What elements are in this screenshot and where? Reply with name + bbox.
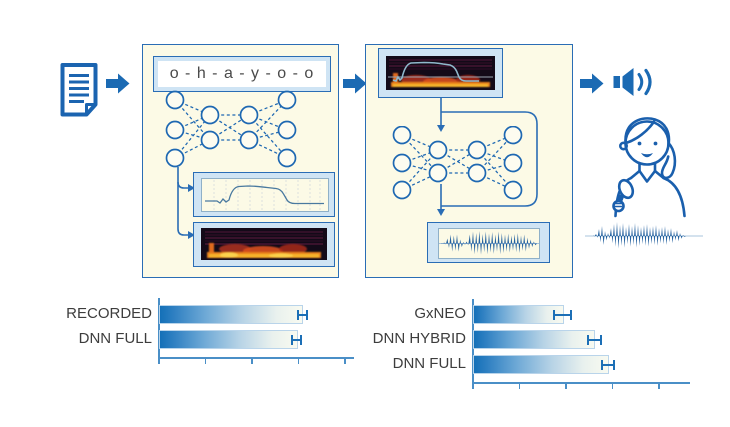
stage1-connector-arrows	[177, 167, 195, 239]
axis-tick	[344, 357, 346, 364]
spectrogram-pitch-image	[386, 56, 495, 90]
mouth	[641, 153, 653, 158]
arrow-right-icon	[343, 73, 367, 94]
y-axis	[158, 298, 160, 357]
announcer-with-microphone-illustration	[612, 117, 686, 218]
chart-recorded-vs-dnn: RECORDED DNN FULL	[40, 296, 360, 374]
waveform-panel	[427, 222, 550, 263]
pitch-contour-plot	[201, 178, 329, 212]
bar-label: RECORDED	[66, 305, 152, 322]
arrow-right-icon	[580, 73, 604, 94]
bar-label: GxNEO	[414, 305, 466, 322]
output-waveform	[585, 222, 703, 249]
axis-tick	[565, 382, 567, 389]
bar-dnn-full	[473, 355, 609, 374]
stage2-connectors-feedback-loop	[437, 98, 538, 216]
error-bar	[586, 335, 602, 345]
axis-tick	[518, 382, 520, 389]
dnn-network-1	[165, 90, 297, 168]
error-bar	[600, 360, 615, 370]
hair	[624, 117, 671, 147]
error-bar	[290, 335, 303, 345]
pitch-overlay-curve	[392, 61, 479, 82]
axis-tick	[297, 357, 299, 364]
axis-tick	[611, 382, 613, 389]
bar-dnn-hybrid	[473, 330, 596, 349]
x-axis	[158, 357, 354, 359]
axis-tick	[158, 357, 160, 364]
bar-recorded	[159, 305, 304, 324]
spectrogram-with-pitch-panel	[378, 48, 503, 98]
error-bar	[553, 310, 572, 320]
spectrogram-panel	[193, 222, 335, 267]
spectrogram-image	[201, 228, 327, 260]
bar-label: DNN HYBRID	[372, 330, 466, 347]
x-axis	[472, 382, 690, 384]
feedback-loop	[441, 111, 538, 207]
axis-tick	[251, 357, 253, 364]
axis-tick	[204, 357, 206, 364]
y-axis	[472, 299, 474, 382]
bar-dnn-full	[159, 330, 298, 349]
bar-label: DNN FULL	[392, 355, 466, 372]
error-bar	[296, 310, 308, 320]
document-icon	[60, 63, 98, 117]
pitch-contour-panel	[193, 172, 335, 217]
phoneme-sequence: o - h - a - y - o - o	[158, 61, 326, 87]
axis-tick	[472, 382, 474, 389]
microphone	[617, 178, 635, 200]
phoneme-sequence-box: o - h - a - y - o - o	[153, 56, 331, 92]
bar-gxneo	[473, 305, 564, 324]
synthesized-waveform	[438, 228, 540, 259]
chart-systems-comparison: GxNEO DNN HYBRID DNN FULL	[368, 296, 713, 396]
axis-tick	[658, 382, 660, 389]
speaker-icon	[613, 68, 652, 96]
arrow-right-icon	[106, 73, 130, 94]
dnn-network-2	[392, 126, 523, 200]
bar-label: DNN FULL	[78, 330, 152, 347]
